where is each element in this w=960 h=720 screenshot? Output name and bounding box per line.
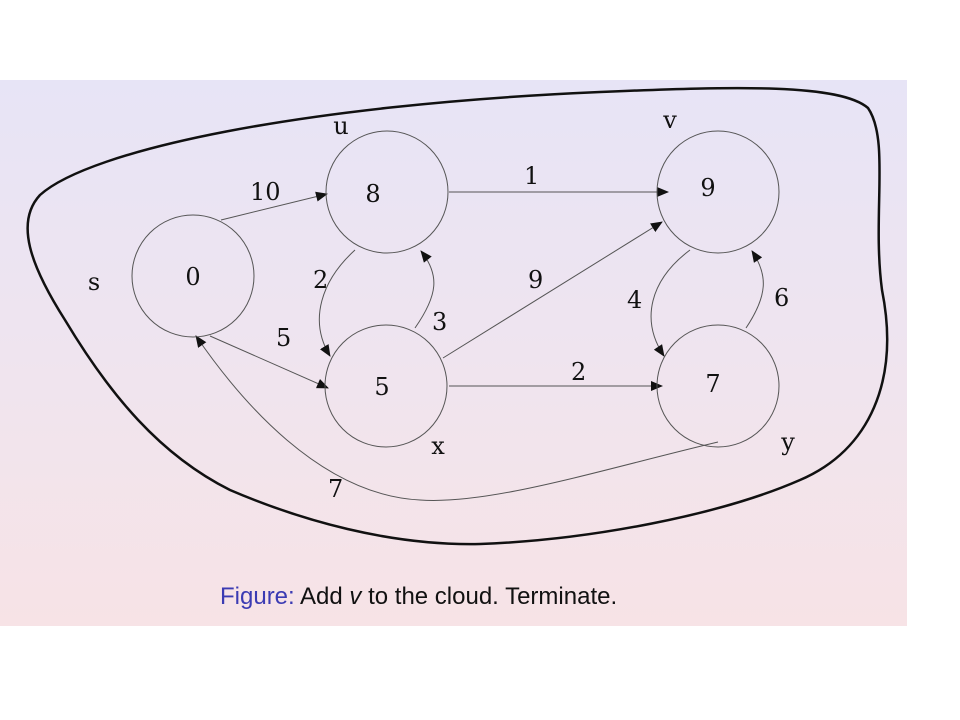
edge-u-x	[318, 249, 356, 357]
node-s-circle	[131, 214, 255, 338]
edge-weight-v-y: 4	[627, 286, 642, 314]
node-u-label: u	[333, 112, 348, 140]
edge-x-u	[414, 250, 435, 329]
node-y-distance: 7	[705, 370, 720, 398]
edge-s-x	[209, 335, 329, 389]
node-y-circle	[656, 324, 780, 448]
edge-weight-s-u: 10	[250, 178, 281, 206]
edge-weight-x-y: 2	[571, 358, 586, 386]
edge-weight-s-x: 5	[276, 324, 291, 352]
edge-x-v	[442, 221, 663, 359]
node-x: 5 x	[324, 324, 448, 460]
node-y: 7 y	[656, 324, 795, 456]
node-v-distance: 9	[700, 174, 715, 202]
edge-y-s	[195, 335, 719, 501]
cloud-boundary	[26, 86, 889, 546]
node-x-circle	[324, 324, 448, 448]
node-u: 8 u	[325, 112, 449, 254]
edge-s-u	[220, 191, 328, 221]
edge-weight-u-x: 2	[313, 266, 328, 294]
edge-v-y	[650, 249, 691, 357]
node-v-circle	[656, 130, 780, 254]
caption-text-before: Add	[300, 583, 343, 610]
node-s: 0 s	[88, 214, 255, 338]
edge-weight-x-v: 9	[528, 266, 543, 294]
figure-caption: Figure: Add v to the cloud. Terminate.	[220, 583, 617, 613]
edge-weight-u-v: 1	[524, 162, 539, 190]
edge-weight-y-s: 7	[328, 475, 343, 503]
edge-weight-x-u: 3	[432, 308, 447, 336]
node-v: 9 v	[656, 106, 780, 254]
node-u-circle	[325, 130, 449, 254]
node-x-label: x	[431, 432, 445, 460]
node-u-distance: 8	[365, 180, 380, 208]
node-s-distance: 0	[185, 263, 200, 291]
caption-label: Figure:	[220, 583, 295, 610]
caption-text-after: to the cloud. Terminate.	[368, 583, 618, 610]
caption-variable: v	[349, 583, 362, 610]
edge-weight-y-v: 6	[774, 284, 789, 312]
slide-background	[0, 80, 907, 626]
node-s-label: s	[88, 268, 100, 296]
edge-y-v	[745, 250, 764, 329]
node-y-label: y	[780, 428, 795, 456]
node-x-distance: 5	[374, 373, 389, 401]
node-v-label: v	[662, 106, 677, 134]
